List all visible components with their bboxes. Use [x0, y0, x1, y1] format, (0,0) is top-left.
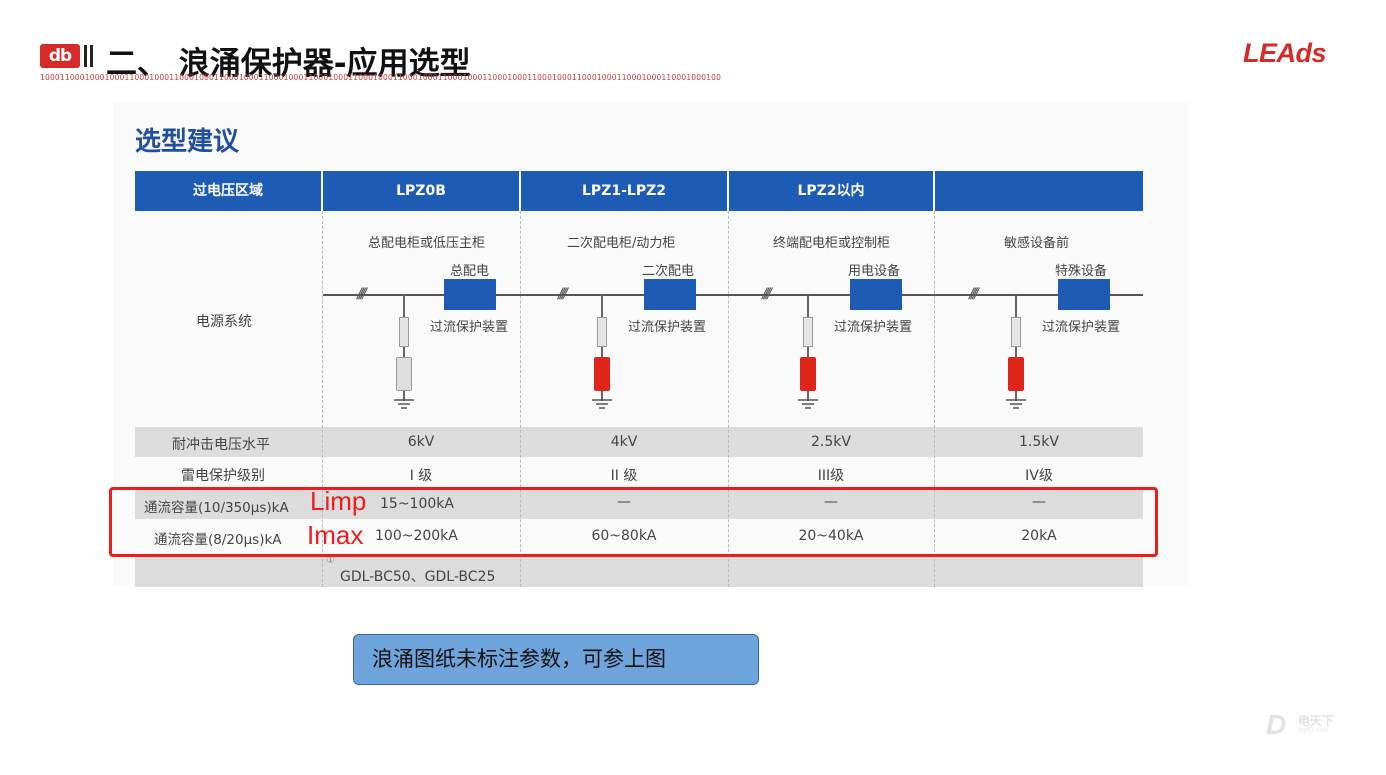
table-cell: II 级 — [610, 468, 638, 484]
cabinet-label: 敏感设备前 — [1004, 236, 1070, 251]
row-label: 雷电保护级别 — [181, 468, 265, 484]
limp-annotation: Limp — [310, 486, 367, 516]
power-line — [694, 294, 850, 296]
col-header-lpz2: LPZ2以内 — [729, 171, 933, 211]
spd-body — [800, 357, 816, 391]
col-header-lpz1-lpz2: LPZ1-LPZ2 — [521, 171, 727, 211]
row-band — [135, 555, 1143, 587]
table-cell: 2.5kV — [811, 434, 851, 450]
logo-bar — [90, 45, 93, 67]
table-cell: 6kV — [407, 434, 435, 450]
line-hatch: //// — [558, 286, 568, 302]
row-band — [135, 489, 1143, 519]
table-cell: 20~40kA — [798, 528, 864, 544]
line-hatch: //// — [357, 286, 367, 302]
watermark-url: dgtf3.com — [1298, 727, 1329, 734]
note-box: 浪涌图纸未标注参数，可参上图 — [353, 634, 759, 685]
imax-annotation: Imax — [307, 520, 364, 550]
logo-mark: db — [40, 44, 93, 68]
protection-label: 过流保护装置 — [834, 320, 913, 335]
spd-body — [594, 357, 610, 391]
col-header-zone: 过电压区域 — [135, 171, 321, 211]
brand-text: LEAds — [1243, 38, 1327, 68]
col-header-empty — [935, 171, 1143, 211]
column-divider — [520, 211, 521, 587]
highlight-box — [109, 487, 1158, 557]
table-cell: 15~100kA — [380, 496, 454, 512]
cabinet-label: 二次配电柜/动力柜 — [567, 236, 676, 251]
brand-logo: LEAds — [1243, 38, 1327, 69]
device-label: 用电设备 — [848, 264, 901, 279]
distribution-box — [644, 279, 696, 310]
power-line — [901, 294, 1058, 296]
power-line — [1108, 294, 1143, 296]
line-hatch: //// — [762, 286, 772, 302]
spd-body — [1008, 357, 1024, 391]
page-title: 二、 浪涌保护器-应用选型 — [106, 46, 471, 82]
cabinet-label: 总配电柜或低压主柜 — [368, 236, 486, 251]
table-cell: — — [617, 494, 631, 510]
model-numbers: GDL-BC50、GDL-BC25 — [340, 569, 496, 585]
power-line — [323, 294, 468, 296]
footnote-mark: ① — [326, 555, 335, 566]
col-header-lpz0b: LPZ0B — [323, 171, 519, 211]
table-cell: I 级 — [409, 468, 433, 484]
section-title: 选型建议 — [135, 127, 240, 157]
distribution-box — [1058, 279, 1110, 310]
column-divider — [934, 211, 935, 587]
table-cell: 20kA — [1021, 528, 1057, 544]
power-line — [496, 294, 644, 296]
line-hatch: //// — [969, 286, 979, 302]
cabinet-label: 终端配电柜或控制柜 — [773, 236, 891, 251]
table-cell: — — [824, 494, 838, 510]
table-cell: 60~80kA — [591, 528, 657, 544]
device-label: 二次配电 — [642, 264, 695, 279]
table-cell: 4kV — [610, 434, 638, 450]
table-cell: IV级 — [1025, 468, 1053, 484]
table-cell: 100~200kA — [375, 528, 458, 544]
watermark-logo: D — [1266, 709, 1287, 740]
row-band — [135, 427, 1143, 457]
logo-bar — [84, 45, 87, 67]
row-label: 耐冲击电压水平 — [172, 437, 270, 453]
distribution-box — [850, 279, 902, 310]
logo-text: db — [40, 44, 80, 68]
device-label: 总配电 — [450, 264, 490, 279]
device-label: 特殊设备 — [1055, 264, 1108, 279]
table-cell: 1.5kV — [1019, 434, 1059, 450]
column-divider — [322, 211, 323, 587]
protection-label: 过流保护装置 — [1042, 320, 1121, 335]
row-label: 通流容量(8/20μs)kA — [154, 532, 282, 548]
protection-label: 过流保护装置 — [628, 320, 707, 335]
watermark: D 电天下 dgtf3.com — [1266, 709, 1334, 741]
binary-strip: 1000110001000100011000100011000100011000… — [40, 73, 722, 82]
protection-label: 过流保护装置 — [430, 320, 509, 335]
spd-body — [396, 357, 412, 391]
row-label: 通流容量(10/350μs)kA — [144, 500, 289, 516]
distribution-box — [444, 279, 496, 310]
column-divider — [728, 211, 729, 587]
row-label-power-system: 电源系统 — [196, 314, 252, 330]
table-cell: — — [1032, 494, 1046, 510]
watermark-name: 电天下 — [1298, 714, 1335, 728]
table-cell: III级 — [817, 468, 845, 484]
